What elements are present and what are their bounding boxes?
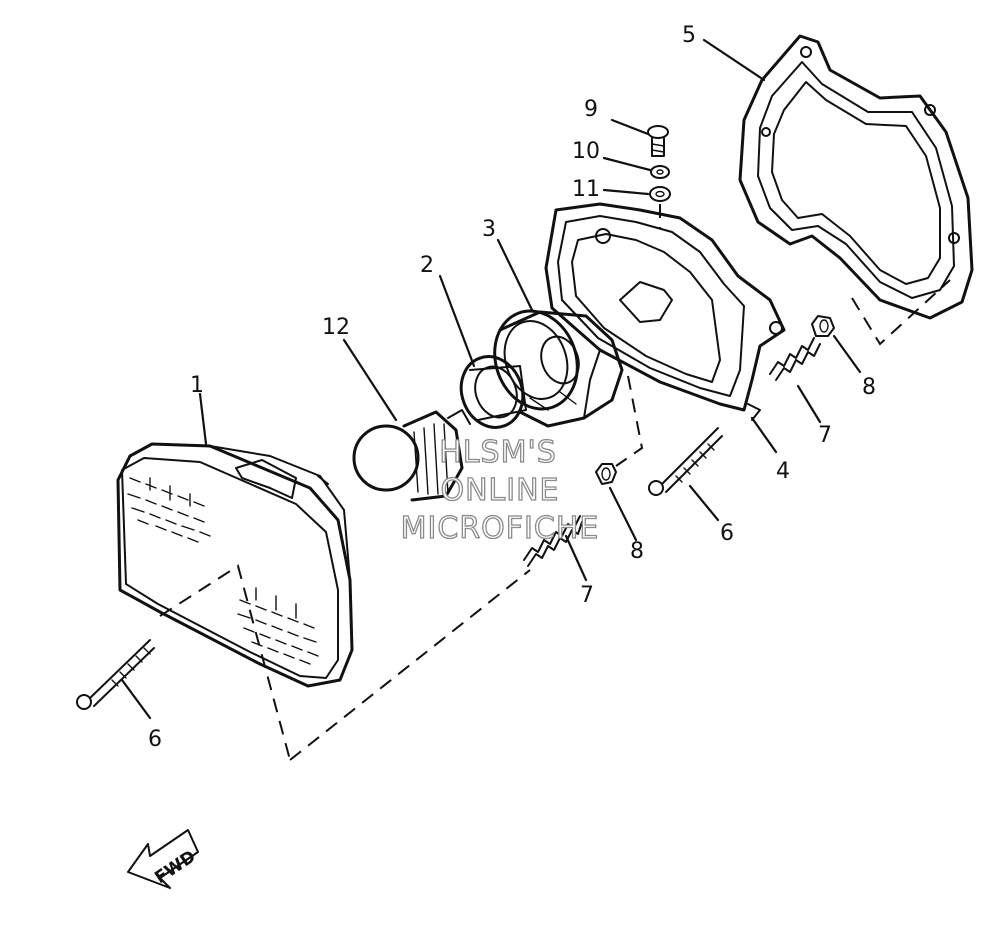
callout-numbers: 1 2 3 4 5 6 6 7 7 8 8 9 10 11 12 [148,23,876,752]
part-5-headlight-cover [738,34,974,320]
callout-12: 12 [322,315,350,340]
part-9-screw [647,125,669,157]
forward-direction-arrow: FWD [127,829,199,889]
callout-5: 5 [682,23,696,48]
part-1-headlight-unit [116,442,354,688]
callout-8-right: 8 [862,375,876,400]
part-8-nut-right [811,315,835,337]
callout-9: 9 [584,97,598,122]
callout-2: 2 [420,253,434,278]
callout-6-right: 6 [720,521,734,546]
part-2-retaining-ring [459,355,527,429]
callout-7-center: 7 [580,583,594,608]
callout-leader-lines [120,38,862,720]
callout-8-center: 8 [630,539,644,564]
part-8-nut-center [595,463,617,485]
part-3-socket-holder [493,309,624,428]
part-6-screw-lower-left [76,639,155,710]
callout-10: 10 [572,139,600,164]
callout-4: 4 [776,459,790,484]
fwd-label: FWD [151,847,199,888]
callout-6-lower-left: 6 [148,727,162,752]
callout-11: 11 [572,177,600,202]
watermark-line-1: HLSM'S [439,435,557,470]
watermark-line-3: MICROFICHE [401,511,600,546]
callout-1: 1 [190,373,204,398]
watermark-line-2: ONLINE [440,473,559,508]
watermark: HLSM'S ONLINE MICROFICHE [400,434,600,546]
part-10-lock-washer [650,165,670,179]
part-12-bulb [352,409,471,502]
callout-7-right: 7 [818,423,832,448]
callout-3: 3 [482,217,496,242]
assembly-dashed-lines [159,204,951,761]
part-7-spring-center [523,515,583,567]
part-11-plain-washer [649,186,671,202]
part-6-screw-right [648,427,723,496]
part-4-headlight-body [544,202,786,421]
part-7-spring-right [769,337,821,381]
